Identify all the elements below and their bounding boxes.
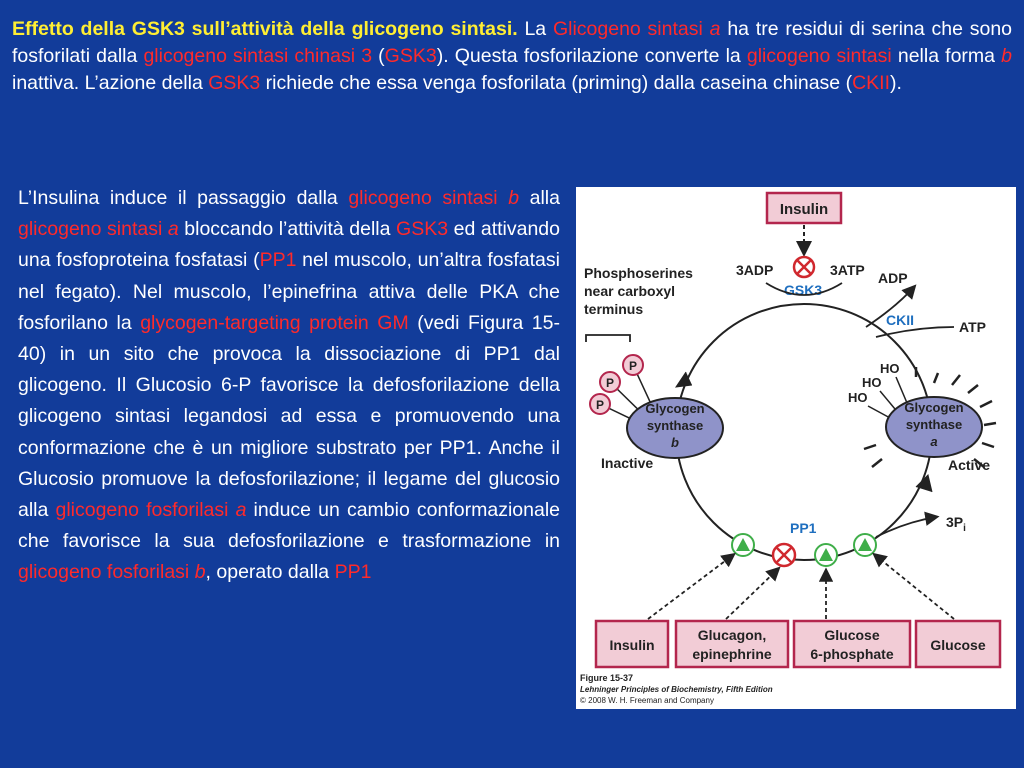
insulin-top-box xyxy=(765,191,843,225)
ho-label: HO xyxy=(862,375,882,390)
text-run: La xyxy=(517,18,553,40)
ckii-atp-hook xyxy=(875,326,955,338)
ckii-label: CKII xyxy=(886,312,914,328)
gs-a-label-3: a xyxy=(930,434,937,449)
gsk3-hook xyxy=(765,282,843,296)
highlight-term: a xyxy=(709,18,721,40)
text-run: ). xyxy=(890,72,902,94)
cycle-arrowhead-left xyxy=(674,371,693,388)
ho-label: HO xyxy=(880,361,900,376)
pi-label: 3Pi xyxy=(946,514,966,534)
glycogen-synthase-b xyxy=(626,397,724,459)
g6p-box-label-2: 6-phosphate xyxy=(810,646,893,662)
highlight-term: CKII xyxy=(852,72,890,94)
highlight-term: PP1 xyxy=(334,561,372,584)
glucose-box-label: Glucose xyxy=(930,637,985,653)
gs-b-label-1: Glycogen xyxy=(645,401,704,416)
activity-rays xyxy=(863,367,997,468)
adp-label: ADP xyxy=(878,270,908,286)
text-run: L’Insulina induce il passaggio dalla xyxy=(18,187,349,209)
activator-icon xyxy=(853,533,877,557)
text-run: , operato dalla xyxy=(205,561,335,584)
text-run: inattiva. L’azione della xyxy=(12,72,209,94)
gs-b-label-3: b xyxy=(671,435,679,450)
inactive-label: Inactive xyxy=(601,455,653,471)
ho-label: HO xyxy=(848,390,868,405)
gsk3-diagram: Insulin 3ADP 3ATP GSK3 ADP CKII ATP Phos… xyxy=(580,191,1002,705)
phosphate-icon: P xyxy=(599,371,655,426)
glycogen-synthase-a xyxy=(885,396,983,458)
phospho-label-2: near carboxyl xyxy=(584,283,675,299)
highlight-term: PP1 xyxy=(259,249,297,272)
regulator-arrows xyxy=(647,552,955,620)
text-run: nella forma xyxy=(891,45,1002,67)
glucose-box xyxy=(914,619,1002,669)
atp3-label: 3ATP xyxy=(830,262,865,278)
cycle-arrowhead-right xyxy=(915,474,933,493)
text-run: (vedi Figura 15-40) in un sito che provo… xyxy=(18,311,560,522)
highlight-term: glicogeno fosforilasi xyxy=(55,499,229,522)
g6p-box xyxy=(792,619,912,669)
highlight-term: glycogen-targeting protein GM xyxy=(140,311,409,334)
highlight-term: glicogeno sintasi chinasi 3 xyxy=(143,45,373,67)
figure-copyright: © 2008 W. H. Freeman and Company xyxy=(580,696,714,705)
adp3-label: 3ADP xyxy=(736,262,773,278)
text-run: bloccando l’attività della xyxy=(178,218,397,241)
insulin-box-label: Insulin xyxy=(609,637,654,653)
phospho-label-3: terminus xyxy=(584,301,643,317)
highlight-term: GSK3 xyxy=(396,218,449,241)
text-run: richiede che essa venga fosforilata (pri… xyxy=(260,72,853,94)
highlight-term: Glicogeno sintasi xyxy=(552,18,703,40)
highlight-term: glicogeno sintasi xyxy=(18,218,163,241)
highlight-term: b xyxy=(508,187,520,209)
highlight-term: b xyxy=(194,561,206,584)
gs-a-label-1: Glycogen xyxy=(904,400,963,415)
active-label: Active xyxy=(948,457,990,473)
atp-label: ATP xyxy=(959,319,986,335)
body-paragraph: L’Insulina induce il passaggio dalla gli… xyxy=(18,183,560,589)
highlight-term: glicogeno sintasi xyxy=(348,187,498,209)
insulin-top-label: Insulin xyxy=(780,201,828,218)
highlight-term: a xyxy=(235,499,247,522)
glucagon-box-label-1: Glucagon, xyxy=(698,627,766,643)
text-run: ). Questa fosforilazione converte la xyxy=(436,45,747,67)
phosphate-icon: P xyxy=(622,354,659,420)
phospho-label-1: Phosphoserines xyxy=(584,265,693,281)
inhibit-gsk3-icon xyxy=(792,255,816,279)
glucagon-box xyxy=(674,619,790,669)
highlight-term: b xyxy=(1001,45,1012,67)
glucagon-box-label-2: epinephrine xyxy=(692,646,772,662)
text-run: ( xyxy=(372,45,385,67)
activator-icon xyxy=(731,533,755,557)
figure-15-37: Insulin 3ADP 3ATP GSK3 ADP CKII ATP Phos… xyxy=(576,187,1016,709)
svg-text:P: P xyxy=(629,359,637,373)
inhibitor-icon xyxy=(771,542,797,568)
g6p-box-label-1: Glucose xyxy=(824,627,879,643)
insulin-box xyxy=(594,619,670,669)
svg-text:P: P xyxy=(596,398,604,412)
text-run: ed attivando una fosfoproteina fosfatasi… xyxy=(18,218,560,272)
gs-b-label-2: synthase xyxy=(647,418,703,433)
phospho-bracket xyxy=(585,334,631,342)
highlight-term: glicogeno fosforilasi xyxy=(18,561,190,584)
activator-icon xyxy=(814,543,838,567)
highlight-term: a xyxy=(167,218,179,241)
pi-arrow xyxy=(875,511,940,538)
svg-text:P: P xyxy=(606,376,614,390)
figure-caption: Figure 15-37 xyxy=(580,673,633,683)
highlight-term: GSK3 xyxy=(208,72,261,94)
text-run: ha tre residui di serina che sono fosfor… xyxy=(12,18,1013,67)
text-run: nel muscolo, un’altra fosfatasi nel fega… xyxy=(18,249,560,334)
gs-a-label-2: synthase xyxy=(906,417,962,432)
pp1-label: PP1 xyxy=(790,520,817,536)
figure-source: Lehninger Principles of Biochemistry, Fi… xyxy=(580,685,773,694)
intro-paragraph: Effetto della GSK3 sull’attività della g… xyxy=(12,16,1012,97)
text-run: induce un cambio conformazionale che fav… xyxy=(18,499,561,553)
highlight-term: glicogeno sintasi xyxy=(746,45,892,67)
highlight-term: GSK3 xyxy=(384,45,437,67)
intro-heading: Effetto della GSK3 sull’attività della g… xyxy=(12,18,518,40)
text-run: alla xyxy=(519,187,560,209)
